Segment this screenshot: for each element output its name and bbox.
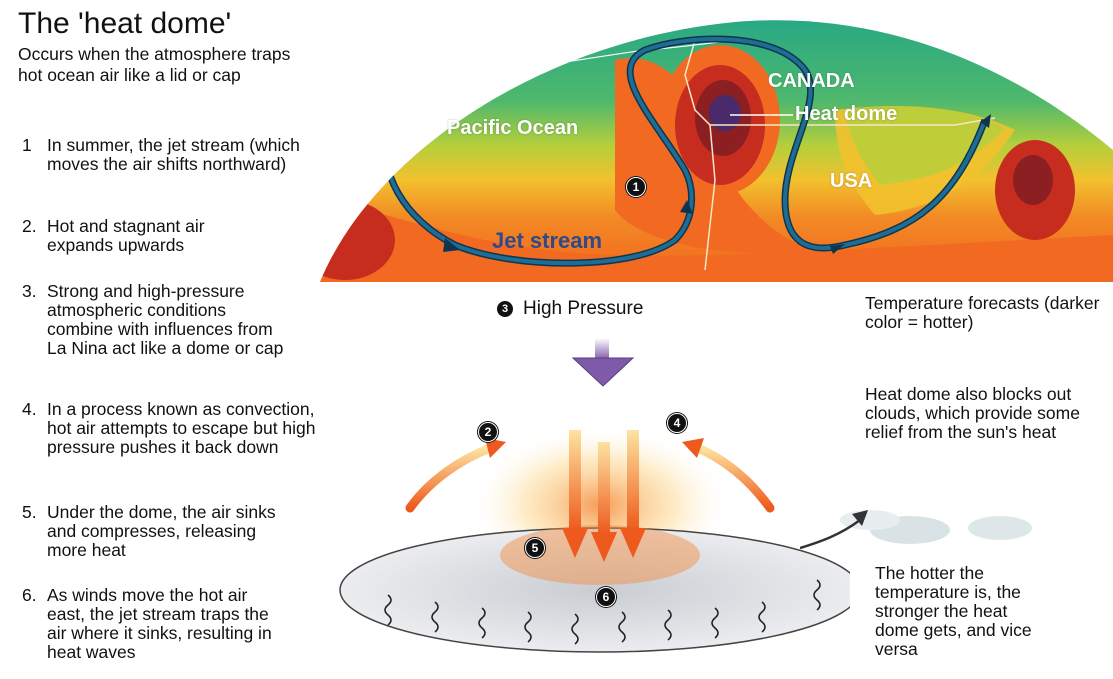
page-title: The 'heat dome' <box>18 7 232 40</box>
step-text: In a process known as convection, hot ai… <box>47 399 316 457</box>
step-text: Under the dome, the air sinks and compre… <box>47 502 276 560</box>
step-text: As winds move the hot air east, the jet … <box>47 585 272 662</box>
step-number: 2. <box>22 216 37 236</box>
clouds-illustration <box>799 470 1040 560</box>
badge-6: 6 <box>596 587 616 607</box>
step-3: 3. Strong and high-pressure atmospheric … <box>22 282 322 358</box>
step-number: 3. <box>22 281 37 301</box>
note-forecast: Temperature forecasts (darker color = ho… <box>865 293 1100 332</box>
label-pacific-ocean: Pacific Ocean <box>447 117 579 139</box>
badge-5: 5 <box>525 538 545 558</box>
high-pressure-arrow <box>595 338 609 360</box>
badge-2: 2 <box>478 422 498 442</box>
step-text: Hot and stagnant air expands upwards <box>47 216 205 255</box>
heat-dome-diagram: 2 4 5 6 <box>330 330 861 674</box>
marker-1: 1 <box>626 177 646 197</box>
step-number: 6. <box>22 585 37 605</box>
subtitle: Occurs when the atmosphere traps hot oce… <box>18 44 291 85</box>
step-text: In summer, the jet stream (which moves t… <box>47 135 300 174</box>
step-number: 5. <box>22 502 37 522</box>
badge-4: 4 <box>667 413 687 433</box>
label-heat-dome: Heat dome <box>795 103 898 125</box>
step-5: 5. Under the dome, the air sinks and com… <box>22 503 322 560</box>
step-4: 4. In a process known as convection, hot… <box>22 400 322 457</box>
temperature-map: Pacific Ocean CANADA Heat dome USA Jet s… <box>315 0 1113 290</box>
label-canada: CANADA <box>768 70 855 92</box>
high-pressure-label: 3 High Pressure <box>497 298 643 320</box>
step-1: 1 In summer, the jet stream (which moves… <box>22 136 322 174</box>
badge-3: 3 <box>497 301 513 317</box>
label-jet-stream: Jet stream <box>492 228 603 253</box>
note-hotter: The hotter the temperature is, the stron… <box>875 563 1032 659</box>
step-number: 1 <box>22 135 32 155</box>
high-pressure-text: High Pressure <box>523 298 644 319</box>
step-text: Strong and high-pressure atmospheric con… <box>47 281 284 358</box>
step-number: 4. <box>22 399 37 419</box>
step-2: 2. Hot and stagnant air expands upwards <box>22 217 322 255</box>
step-6: 6. As winds move the hot air east, the j… <box>22 586 322 662</box>
note-clouds: Heat dome also blocks out clouds, which … <box>865 384 1080 442</box>
label-usa: USA <box>830 170 873 192</box>
sinking-air-arrows <box>562 430 646 562</box>
